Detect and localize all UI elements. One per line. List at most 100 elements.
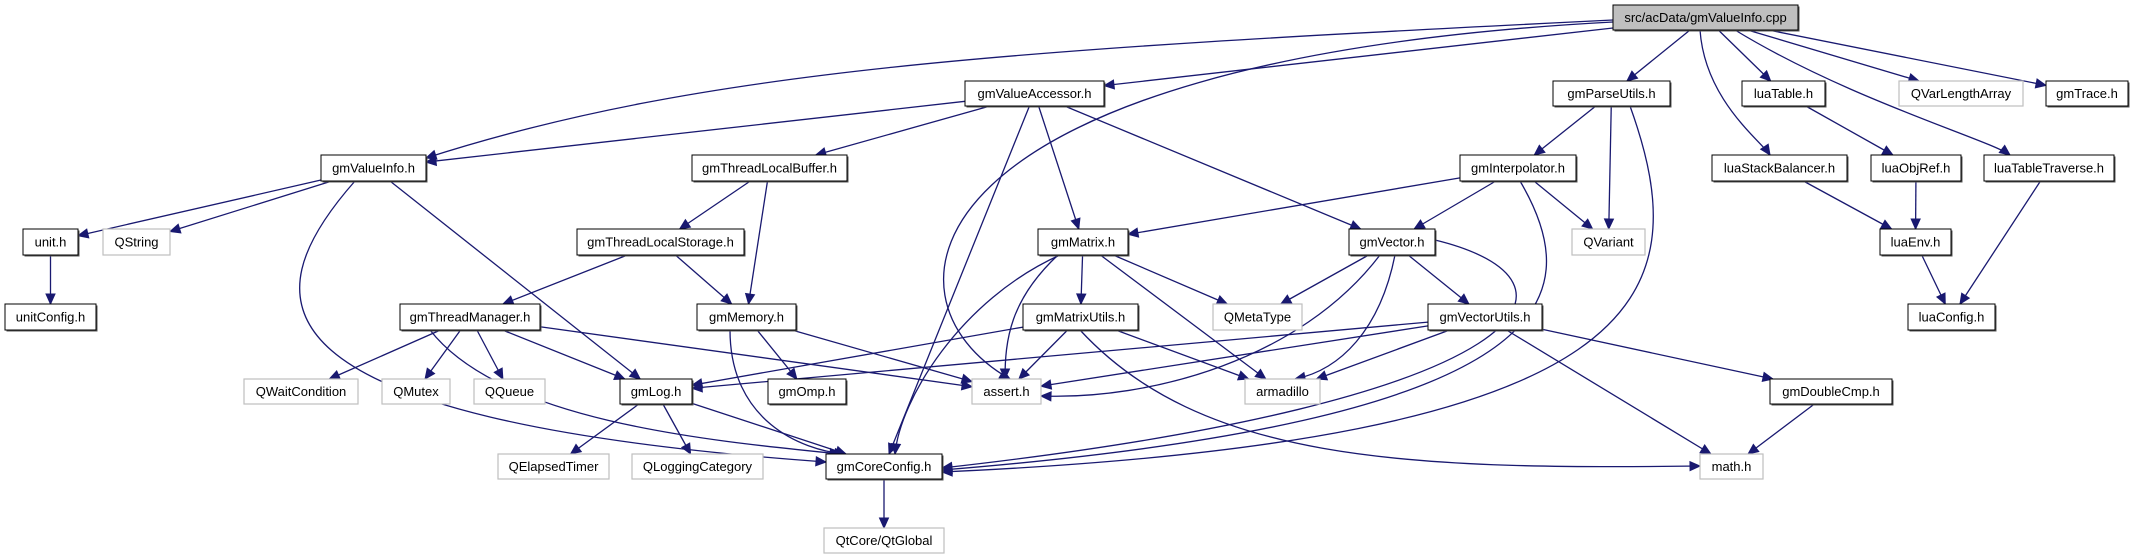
edge-gmMatrixUtils-to-armadillo bbox=[1115, 329, 1250, 381]
arrowhead-icon bbox=[678, 218, 692, 230]
edge-line bbox=[502, 329, 626, 380]
node-box bbox=[381, 378, 451, 405]
arrowhead-icon bbox=[613, 370, 626, 380]
node-gmInterpolator[interactable]: gmInterpolator.h bbox=[1459, 154, 1578, 183]
node-box bbox=[1037, 228, 1129, 256]
arrowhead-icon bbox=[424, 155, 438, 167]
node-box bbox=[102, 228, 171, 256]
arrowhead-icon bbox=[1039, 379, 1053, 390]
node-luaConfig[interactable]: luaConfig.h bbox=[1907, 303, 1997, 332]
node-gmVector[interactable]: gmVector.h bbox=[1348, 228, 1437, 257]
arrowhead-icon bbox=[940, 461, 954, 473]
node-box bbox=[964, 80, 1105, 107]
edge-gmVectorUtils-to-assert bbox=[1039, 325, 1429, 390]
node-label: QElapsedTimer bbox=[509, 459, 599, 474]
node-QVariant: QVariant bbox=[1571, 228, 1646, 256]
edge-gmValueInfo-to-gmCoreConfig bbox=[299, 180, 828, 467]
node-label: gmDoubleCmp.h bbox=[1782, 384, 1880, 399]
node-label: unitConfig.h bbox=[16, 310, 85, 325]
node-unit[interactable]: unit.h bbox=[22, 228, 80, 257]
edge-line bbox=[1717, 29, 1772, 82]
edge-line bbox=[1734, 29, 2011, 156]
edge-gmThreadLocalStorage-to-gmMemory bbox=[674, 254, 733, 305]
node-box bbox=[1699, 453, 1764, 480]
node-gmDoubleCmp[interactable]: gmDoubleCmp.h bbox=[1769, 378, 1894, 406]
node-box bbox=[823, 527, 945, 554]
edge-root-to-gmParseUtils bbox=[1626, 29, 1691, 82]
arrowhead-icon bbox=[1076, 293, 1087, 306]
node-gmThreadLocalStorage[interactable]: gmThreadLocalStorage.h bbox=[576, 228, 746, 257]
edge-gmVector-to-armadillo bbox=[1293, 254, 1396, 383]
arrowhead-icon bbox=[1102, 79, 1116, 90]
node-gmMemory[interactable]: gmMemory.h bbox=[696, 303, 798, 332]
edge-line bbox=[1115, 329, 1249, 380]
node-box bbox=[1244, 378, 1321, 405]
node-gmThreadLocalBuffer[interactable]: gmThreadLocalBuffer.h bbox=[691, 154, 849, 183]
node-label: QVarLengthArray bbox=[1911, 86, 2012, 101]
edge-line bbox=[1316, 329, 1450, 380]
edge-line bbox=[756, 329, 798, 380]
edge-line bbox=[815, 105, 991, 156]
node-luaEnv[interactable]: luaEnv.h bbox=[1879, 228, 1953, 257]
node-gmTrace[interactable]: gmTrace.h bbox=[2045, 80, 2130, 108]
arrowhead-icon bbox=[1039, 391, 1052, 402]
node-label: gmVectorUtils.h bbox=[1439, 310, 1530, 325]
edge-line bbox=[425, 100, 966, 163]
node-unitConfig[interactable]: unitConfig.h bbox=[4, 303, 98, 332]
edge-gmValueInfo-to-QString bbox=[168, 180, 333, 234]
node-label: QtCore/QtGlobal bbox=[836, 533, 933, 548]
edge-line bbox=[679, 180, 751, 230]
node-box bbox=[631, 453, 764, 480]
node-gmVectorUtils[interactable]: gmVectorUtils.h bbox=[1427, 303, 1544, 332]
edge-gmVector-to-assert bbox=[1039, 254, 1381, 402]
node-gmThreadManager[interactable]: gmThreadManager.h bbox=[399, 303, 542, 332]
edge-line bbox=[1533, 105, 1597, 156]
node-label: src/acData/gmValueInfo.cpp bbox=[1624, 10, 1786, 25]
node-gmMatrix[interactable]: gmMatrix.h bbox=[1037, 228, 1130, 257]
edge-line bbox=[888, 105, 1031, 455]
node-label: gmParseUtils.h bbox=[1567, 86, 1655, 101]
edge-root-to-luaTable bbox=[1717, 29, 1772, 82]
node-box bbox=[1983, 154, 2115, 182]
edge-luaTable-to-luaObjRef bbox=[1805, 105, 1894, 156]
arrowhead-icon bbox=[45, 293, 56, 306]
node-gmOmp[interactable]: gmOmp.h bbox=[767, 378, 848, 406]
node-label: luaTableTraverse.h bbox=[1994, 161, 2104, 176]
node-luaObjRef[interactable]: luaObjRef.h bbox=[1870, 154, 1963, 183]
node-label: gmOmp.h bbox=[778, 384, 835, 399]
edge-line bbox=[1747, 403, 1815, 455]
edge-gmValueInfo-to-unit bbox=[76, 179, 322, 239]
node-gmCoreConfig[interactable]: gmCoreConfig.h bbox=[825, 453, 944, 481]
node-luaStackBalancer[interactable]: luaStackBalancer.h bbox=[1711, 154, 1849, 183]
arrowhead-icon bbox=[960, 373, 974, 384]
node-box bbox=[576, 228, 745, 256]
arrowhead-icon bbox=[1254, 368, 1267, 380]
edge-line bbox=[1768, 29, 2047, 86]
edge-line bbox=[1959, 180, 2042, 305]
node-box bbox=[1879, 228, 1952, 256]
edge-line bbox=[1040, 254, 1381, 397]
node-luaTableTraverse[interactable]: luaTableTraverse.h bbox=[1983, 154, 2116, 183]
arrowhead-icon bbox=[1018, 367, 1031, 380]
arrowhead-icon bbox=[1998, 144, 2011, 156]
node-gmMatrixUtils[interactable]: gmMatrixUtils.h bbox=[1022, 303, 1140, 332]
edge-gmValueAccessor-to-gmMatrix bbox=[1037, 105, 1081, 231]
node-gmParseUtils[interactable]: gmParseUtils.h bbox=[1552, 80, 1672, 108]
edge-gmThreadManager-to-QQueue bbox=[476, 329, 504, 381]
node-luaTable[interactable]: luaTable.h bbox=[1741, 80, 1827, 108]
edge-gmMemory-to-assert bbox=[791, 329, 974, 384]
node-root[interactable]: src/acData/gmValueInfo.cpp bbox=[1612, 4, 1800, 32]
arrowhead-icon bbox=[1603, 218, 1615, 231]
edge-line bbox=[941, 180, 1548, 471]
edge-line bbox=[1064, 105, 1361, 230]
arrowhead-icon bbox=[690, 382, 703, 393]
node-gmLog[interactable]: gmLog.h bbox=[619, 378, 694, 406]
node-gmValueAccessor[interactable]: gmValueAccessor.h bbox=[964, 80, 1106, 108]
node-box bbox=[4, 303, 97, 331]
edge-line bbox=[1805, 105, 1894, 156]
node-gmValueInfo[interactable]: gmValueInfo.h bbox=[320, 154, 428, 183]
arrowhead-icon bbox=[999, 368, 1011, 381]
edge-root-to-QVarLengthArray bbox=[1747, 29, 1921, 84]
node-label: gmLog.h bbox=[631, 384, 682, 399]
